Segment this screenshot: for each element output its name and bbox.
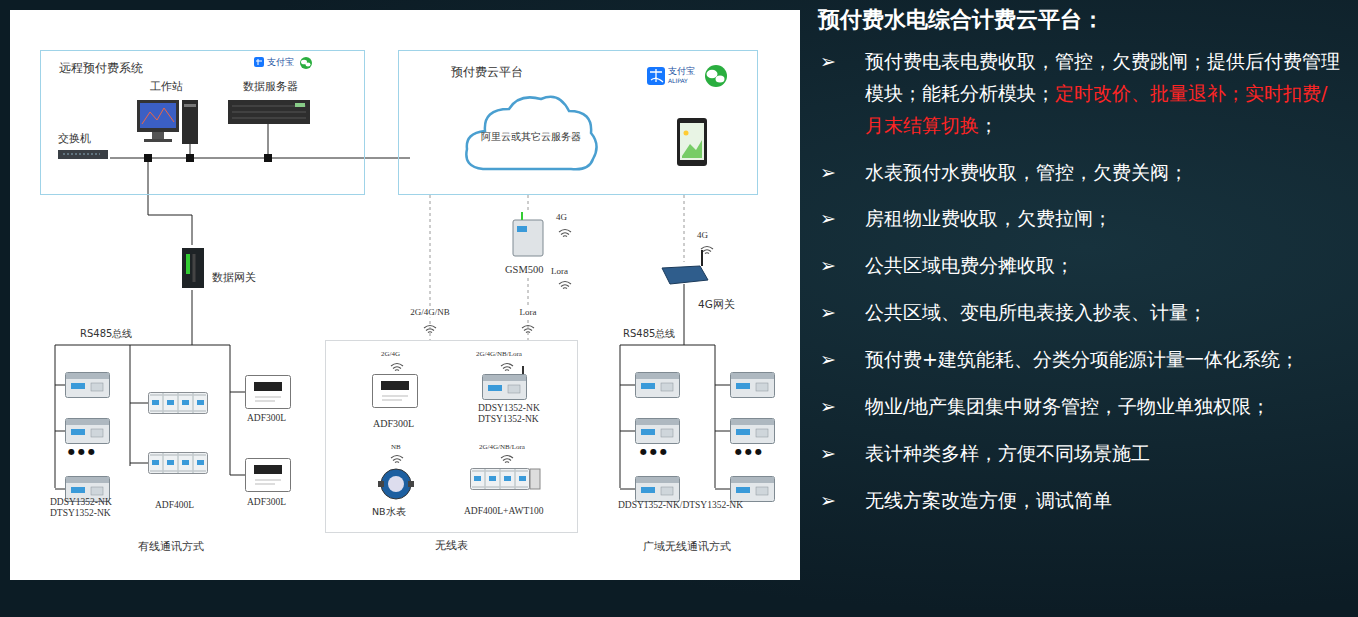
node-text: 4G网关: [698, 298, 735, 312]
connector: [365, 158, 398, 159]
device-label: 支付宝: [668, 66, 695, 77]
bullet-text: 预付费电表电费收取，管控，欠费跳闸；提供后付费管理模块；能耗分析模块；定时改价、…: [865, 45, 1343, 141]
cloud-shape: [466, 97, 596, 170]
device-label: 2G/4G/NB/Lora: [476, 350, 522, 358]
device-node: 数据网关: [178, 245, 263, 290]
device-label: ●●●: [68, 447, 98, 457]
device-label: 4G: [556, 212, 567, 223]
device-label: NB水表: [372, 506, 406, 517]
node-text: 预付费云平台: [451, 65, 523, 80]
device-label: DDSY1352-NK DTSY1352-NK: [50, 497, 120, 520]
device-label: DDSY1352-NK DTSY1352-NK: [478, 403, 550, 426]
connector: [148, 195, 192, 245]
device-label: ALIPAY: [668, 77, 688, 84]
bullet-text: 公共区域电费分摊收取；: [865, 249, 1074, 281]
heading: 预付费水电综合计费云平台：: [818, 7, 1104, 33]
device-label: 4G: [697, 230, 708, 241]
node-text: 远程预付费系统: [59, 61, 143, 76]
bullet-text: 房租物业费收取，欠费拉闸；: [865, 202, 1112, 234]
device-label: DDSY1352-NK/DTSY1352-NK: [618, 500, 743, 511]
bullet-mark: ➢: [820, 343, 836, 375]
device-label: 2G/4G: [381, 350, 400, 358]
bullet-mark: ➢: [820, 296, 836, 328]
device-label: 2G/4G/NB/Lora: [479, 443, 525, 451]
device-label: 有线通讯方式: [138, 540, 204, 553]
device-label: 支付宝: [267, 57, 294, 68]
bullet-text: ；: [979, 114, 998, 136]
device-label: 工作站: [150, 80, 183, 93]
device-label: ADF400L+AWT100: [464, 506, 544, 517]
system-panel: 远程预付费系统: [40, 50, 365, 195]
bullet-text: 物业/地产集团集中财务管控，子物业单独权限；: [865, 390, 1270, 422]
device-node: GSM500: [503, 213, 553, 278]
node-text: GSM500: [505, 264, 544, 275]
device-label: RS485总线: [80, 328, 132, 340]
device-label: Lora: [551, 266, 568, 277]
device-label: 广域无线通讯方式: [643, 540, 731, 553]
device-label: ADF300L: [247, 413, 286, 424]
device-label: ADF400L: [155, 500, 194, 511]
bullet-mark: ➢: [820, 45, 836, 77]
bullet-text: 表计种类多样，方便不同场景施工: [865, 437, 1150, 469]
bullet-mark: ➢: [820, 390, 836, 422]
device-label: ●●●: [735, 447, 765, 457]
device-label: 交换机: [58, 132, 91, 145]
connector: [430, 195, 431, 340]
device-label: ADF300L: [247, 497, 286, 508]
bullet-mark: ➢: [820, 156, 836, 188]
connector: [528, 195, 529, 213]
bullet-text: 无线方案改造方便，调试简单: [865, 484, 1112, 516]
device-node: 4G网关: [655, 262, 745, 312]
node-text: 阿里云或其它云服务器: [481, 122, 581, 144]
connector: [684, 195, 685, 262]
bullet-text: 预付费+建筑能耗、分类分项能源计量一体化系统；: [865, 343, 1299, 375]
device-group-box: 无线表: [325, 340, 578, 533]
edge-label: Lora: [518, 307, 539, 318]
cloud-server: 阿里云或其它云服务器: [461, 89, 601, 177]
bullet-text: 水表预付水费收取，管控，欠费关阀；: [865, 156, 1188, 188]
device-label: RS485总线: [623, 328, 675, 340]
system-panel: 预付费云平台阿里云或其它云服务器: [398, 50, 758, 195]
device-label: ADF300L: [373, 418, 414, 430]
bullet-mark: ➢: [820, 202, 836, 234]
bullet-mark: ➢: [820, 249, 836, 281]
device-label: 数据服务器: [243, 80, 298, 93]
node-text: 数据网关: [212, 271, 256, 285]
device-label: NB: [391, 443, 401, 451]
device-label: ●●●: [640, 447, 670, 457]
node-text: 无线表: [326, 538, 577, 553]
bullet-mark: ➢: [820, 437, 836, 469]
bullet-mark: ➢: [820, 484, 836, 516]
bullet-text: 公共区域、变电所电表接入抄表、计量；: [865, 296, 1207, 328]
edge-label: 2G/4G/NB: [408, 307, 452, 318]
